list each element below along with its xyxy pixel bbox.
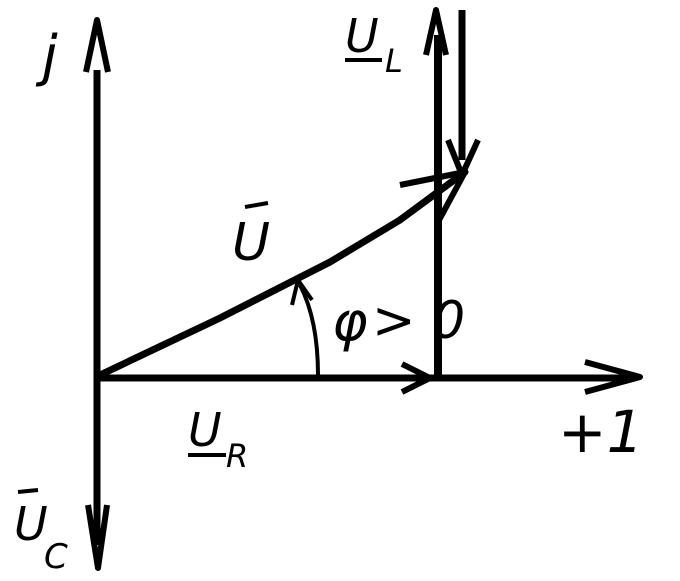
uc-overline [17, 488, 39, 494]
ur-phasor [400, 361, 433, 395]
uc-subscript: C [44, 537, 68, 577]
phi-condition: > 0 [372, 291, 465, 351]
uc-arrow [85, 504, 110, 571]
imag-axis-label: j [35, 24, 58, 89]
real-axis-label: +1 [558, 398, 644, 466]
ur-subscript: R [226, 437, 248, 475]
real-axis [95, 359, 643, 395]
ul-subscript: L [385, 42, 403, 80]
phi-symbol: φ [332, 290, 368, 353]
imaginary-axis [83, 17, 111, 545]
ul-label: U [345, 9, 379, 63]
angle-arc [290, 278, 320, 376]
uc-label: U [14, 497, 48, 551]
ul-phasor [423, 7, 481, 378]
ur-label: U [188, 403, 222, 457]
u-phasor [96, 168, 469, 379]
u-overline [244, 201, 269, 209]
u-label: U [232, 213, 270, 273]
